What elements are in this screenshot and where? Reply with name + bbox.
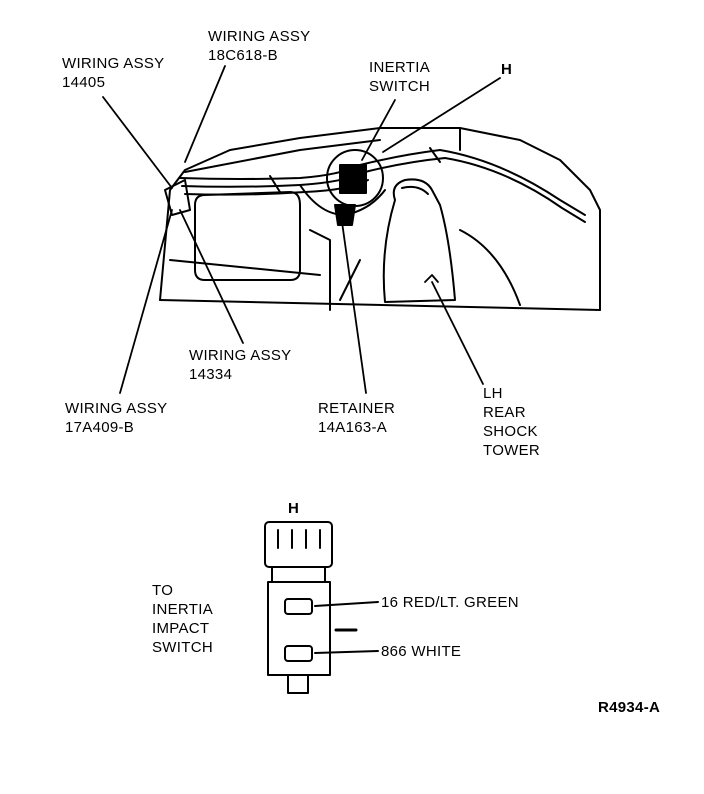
wire-white-label: 866 WHITE	[381, 643, 462, 660]
connector-detail	[264, 521, 379, 694]
callout-wiring-14405: WIRING ASSY 14405	[62, 55, 165, 91]
panel-window	[194, 191, 301, 281]
inertia-switch-body	[339, 164, 367, 194]
leader-lines	[102, 65, 501, 394]
callout-shock-tower: LH REAR SHOCK TOWER	[483, 385, 541, 459]
callout-wiring-14334: WIRING ASSY 14334	[189, 347, 292, 383]
detail-title: H	[288, 500, 300, 517]
figure-id: R4934-A	[598, 699, 661, 716]
detail-to-label: TO INERTIA IMPACT SWITCH	[152, 582, 214, 656]
callout-wiring-18c618: WIRING ASSY 18C618-B	[208, 28, 311, 64]
retainer-bracket	[334, 204, 356, 226]
callout-detail-h: H	[501, 61, 513, 78]
callout-retainer: RETAINER 14A163-A	[318, 400, 396, 436]
wire-red-lt-green-label: 16 RED/LT. GREEN	[381, 594, 519, 611]
callout-inertia-switch: INERTIA SWITCH	[369, 59, 431, 95]
shock-tower	[339, 178, 521, 306]
quarter-panel	[159, 127, 601, 311]
callout-wiring-17a409: WIRING ASSY 17A409-B	[65, 400, 168, 436]
